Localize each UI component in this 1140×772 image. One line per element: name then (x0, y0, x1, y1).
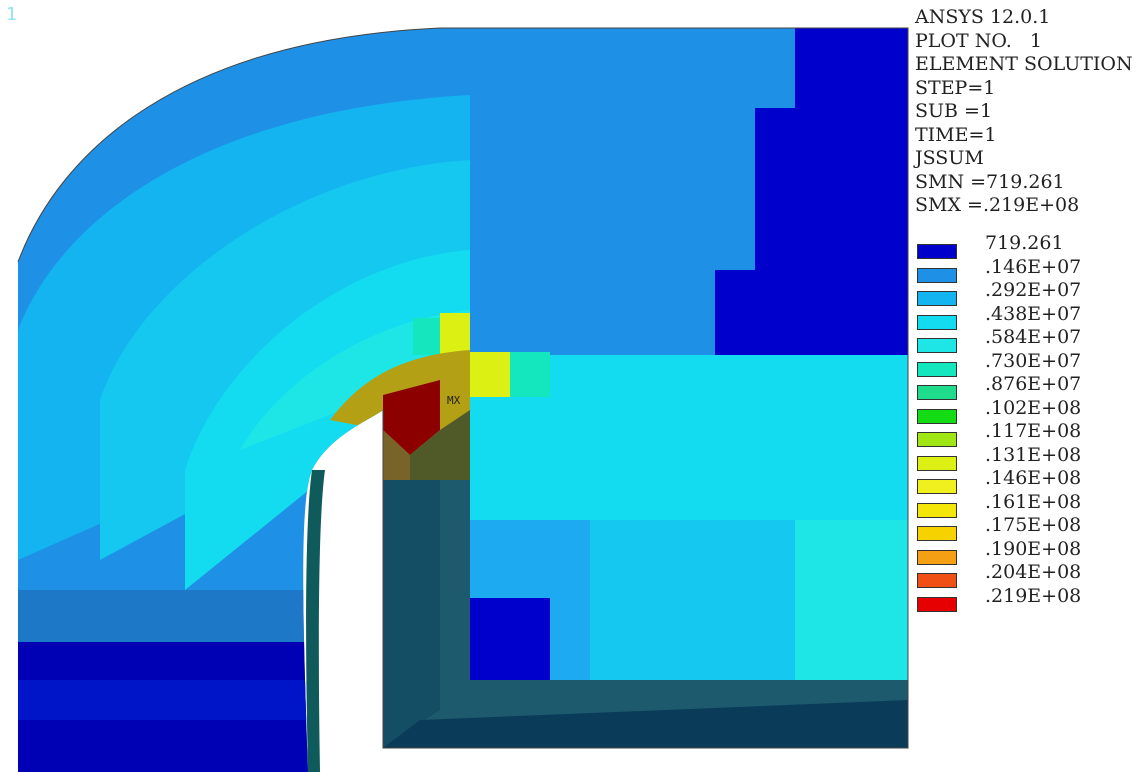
inner-wall (383, 700, 908, 748)
inner-wall (383, 480, 908, 748)
element-block (440, 313, 470, 355)
legend-row: .438E+07 (915, 302, 1137, 330)
legend-swatch (917, 361, 957, 377)
legend-swatch (917, 291, 957, 306)
legend-label: 719.261 (985, 232, 1064, 254)
body-outline (17, 27, 909, 749)
element-block (795, 520, 908, 680)
legend-label: .146E+08 (985, 467, 1082, 489)
element-block (470, 598, 550, 680)
legend-row: .190E+08 (915, 537, 1137, 565)
element-block (18, 680, 308, 720)
legend-row: .204E+08 (915, 561, 1137, 588)
info-line: JSSUM (915, 147, 984, 169)
legend-label: .876E+07 (985, 373, 1082, 395)
legend-swatch (917, 502, 957, 518)
legend-swatch (917, 314, 957, 330)
legend-swatch (917, 432, 957, 447)
legend-label: .117E+08 (985, 420, 1082, 442)
info-line: SUB =1 (915, 100, 993, 122)
legend-row: .117E+08 (915, 420, 1137, 447)
legend-row: 719.261 (915, 232, 1137, 259)
legend-swatch (917, 244, 957, 259)
legend-label: .146E+07 (985, 255, 1082, 278)
legend-label: .438E+07 (985, 302, 1082, 325)
legend-row: .175E+08 (915, 514, 1137, 541)
element-block (755, 108, 795, 358)
max-marker-label: MX (447, 394, 461, 407)
legend-swatch (917, 479, 957, 494)
legend-row: .219E+08 (915, 584, 1137, 612)
legend-row: .131E+08 (915, 443, 1137, 471)
element-block (18, 590, 308, 642)
legend-label: .204E+08 (985, 561, 1082, 583)
element-block (413, 318, 440, 355)
legend-label: .131E+08 (985, 443, 1082, 466)
legend-swatch (917, 549, 957, 565)
legend-row: .146E+07 (915, 255, 1137, 283)
legend-swatch (917, 385, 957, 400)
legend-label: .584E+07 (985, 326, 1082, 348)
element-block (470, 352, 510, 397)
info-line: PLOT NO. 1 (915, 29, 1043, 52)
inner-hole-edge (306, 470, 325, 772)
legend-row: .876E+07 (915, 373, 1137, 400)
legend-swatch (917, 338, 957, 353)
info-line: STEP=1 (915, 76, 996, 99)
inner-wall (383, 480, 440, 748)
legend-label: .161E+08 (985, 490, 1082, 513)
info-line: TIME=1 (915, 123, 997, 146)
element-block (510, 352, 550, 397)
legend-label: .292E+07 (985, 279, 1082, 301)
legend-label: .219E+08 (985, 584, 1082, 607)
element-field (18, 28, 908, 772)
info-line: ELEMENT SOLUTION (915, 53, 1133, 75)
window-number: 1 (6, 4, 17, 25)
legend-label: .730E+07 (985, 349, 1082, 372)
legend-row: .730E+07 (915, 349, 1137, 377)
legend-swatch (917, 596, 957, 612)
info-line: SMX =.219E+08 (915, 194, 1080, 216)
legend-row: .161E+08 (915, 490, 1137, 518)
legend-row: .146E+08 (915, 467, 1137, 494)
legend-label: .102E+08 (985, 396, 1082, 419)
legend-row: .102E+08 (915, 396, 1137, 424)
contour-legend: 719.261.146E+07.292E+07.438E+07.584E+07.… (915, 232, 1137, 612)
notch-hot-face (383, 380, 440, 455)
legend-row: .584E+07 (915, 326, 1137, 353)
info-line: ANSYS 12.0.1 (915, 6, 1051, 28)
legend-row: .292E+07 (915, 279, 1137, 306)
band-4 (240, 310, 470, 450)
legend-swatch (917, 526, 957, 541)
legend-swatch (917, 267, 957, 283)
element-block (715, 270, 755, 358)
notch-wall (383, 430, 410, 480)
notch-wall (410, 410, 470, 480)
legend-swatch (917, 573, 957, 588)
element-block (795, 28, 908, 358)
legend-label: .175E+08 (985, 514, 1082, 536)
legend-swatch (917, 408, 957, 424)
legend-label: .190E+08 (985, 537, 1082, 560)
info-line: SMN =719.261 (915, 170, 1065, 193)
legend-swatch (917, 455, 957, 471)
